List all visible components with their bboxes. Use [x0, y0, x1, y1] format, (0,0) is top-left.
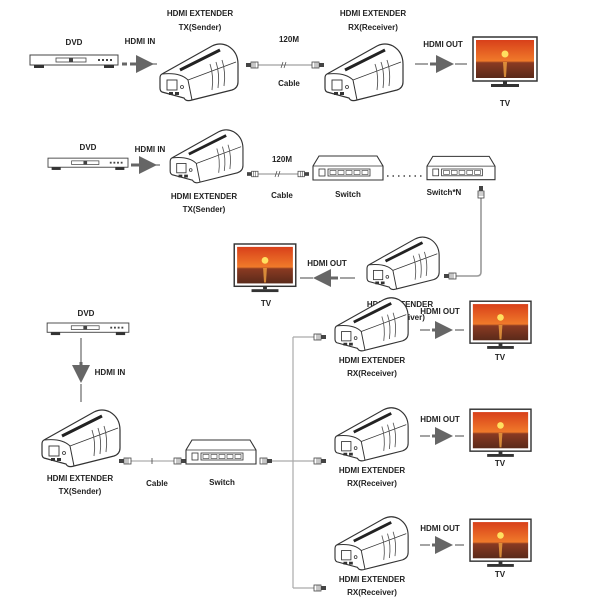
tv-icon [469, 518, 532, 568]
network-cable-icon [118, 457, 187, 465]
tx-sender-label: TX(Sender) [179, 23, 222, 32]
hdmi-in-label: HDMI IN [95, 368, 126, 377]
rx-extender-label: HDMI EXTENDER [339, 356, 405, 365]
tx-sender-label: TX(Sender) [59, 487, 102, 496]
dvd-label: DVD [66, 38, 83, 47]
rx-receiver-label: RX(Receiver) [347, 369, 397, 378]
switch-label: Switch [209, 478, 235, 487]
tx-extender-device-icon [40, 408, 122, 469]
network-switch-icon [312, 155, 384, 181]
hdmi-out-label: HDMI OUT [423, 40, 463, 49]
cable-length-label: 120M [272, 155, 292, 164]
network-switch-icon [185, 439, 257, 465]
cable-plug-icon [313, 333, 327, 341]
tx-extender-device-icon [168, 128, 245, 185]
tx-extender-label: HDMI EXTENDER [167, 9, 233, 18]
rx-extender-label: HDMI EXTENDER [339, 466, 405, 475]
tv-label: TV [495, 570, 506, 579]
tv-icon [472, 36, 538, 88]
cable-plug-icon [313, 584, 327, 592]
hdmi-out-label: HDMI OUT [420, 415, 460, 424]
setup-point-to-point: DVD HDMI IN HDMI EXTENDER TX(Sender) 120… [29, 9, 538, 108]
network-cable-icon [245, 61, 325, 69]
rx-extender-device-icon [333, 406, 410, 463]
rx-extender-label: HDMI EXTENDER [340, 9, 406, 18]
dvd-label: DVD [80, 143, 97, 152]
tx-extender-label: HDMI EXTENDER [171, 192, 237, 201]
cable-length-label: 120M [279, 35, 299, 44]
tv-icon [469, 300, 532, 350]
dvd-player-icon [47, 157, 129, 171]
switch-label: Switch [335, 190, 361, 199]
network-cable-icon [443, 185, 485, 280]
cable-label: Cable [278, 79, 300, 88]
cable-plug-icon [313, 457, 327, 465]
hdmi-out-label: HDMI OUT [307, 259, 347, 268]
tv-icon [469, 408, 532, 458]
dvd-label: DVD [78, 309, 95, 318]
dvd-player-icon [46, 322, 130, 336]
rx-extender-device-icon [365, 235, 441, 291]
rx-extender-label: HDMI EXTENDER [339, 575, 405, 584]
cable-label: Cable [271, 191, 293, 200]
switch-n-label: Switch*N [427, 188, 462, 197]
tv-icon [233, 243, 297, 293]
cable-label: Cable [146, 479, 168, 488]
rx-receiver-label: RX(Receiver) [347, 479, 397, 488]
rx-receiver-label: RX(Receiver) [347, 588, 397, 597]
setup-one-to-many: DVD HDMI IN HDMI EXTENDER TX(Sender) Cab… [40, 296, 532, 597]
cable-plug-icon [259, 457, 273, 465]
tv-label: TV [261, 299, 272, 308]
rx-extender-device-icon [333, 515, 410, 572]
network-switch-n-icon [426, 155, 496, 181]
rx-receiver-label: RX(Receiver) [348, 23, 398, 32]
tx-extender-label: HDMI EXTENDER [47, 474, 113, 483]
hdmi-in-label: HDMI IN [125, 37, 156, 46]
tv-label: TV [495, 353, 506, 362]
hdmi-out-label: HDMI OUT [420, 524, 460, 533]
rx-extender-device-icon [323, 42, 405, 103]
tx-sender-label: TX(Sender) [183, 205, 226, 214]
dvd-player-icon [29, 54, 119, 69]
setup-via-switches: DVD HDMI IN HDMI EXTENDER TX(Sender) 120… [47, 128, 496, 322]
tx-extender-device-icon [158, 42, 240, 103]
tv-label: TV [495, 459, 506, 468]
network-cable-icon [246, 170, 310, 178]
hdmi-in-label: HDMI IN [135, 145, 166, 154]
hdmi-out-label: HDMI OUT [420, 307, 460, 316]
tv-label: TV [500, 99, 511, 108]
